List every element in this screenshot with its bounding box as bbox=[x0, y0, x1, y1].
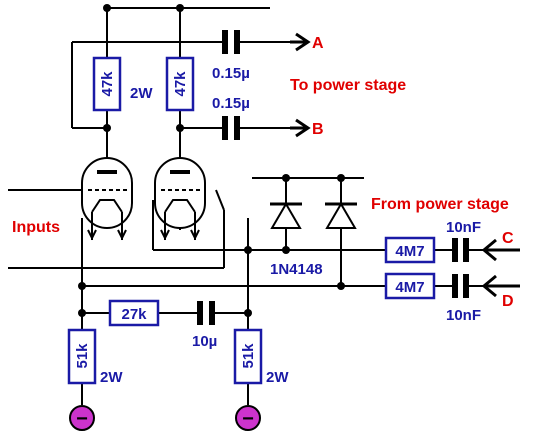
resistor-cathode-link-value: 27k bbox=[121, 306, 147, 323]
label-cap-out-a: 0.15µ bbox=[212, 65, 250, 82]
resistor-plate-left: 47k bbox=[92, 56, 122, 112]
capacitor-fb-c bbox=[452, 238, 469, 262]
resistor-plate-right-value: 47k bbox=[172, 71, 189, 97]
label-cap-fb-d: 10nF bbox=[446, 307, 481, 324]
label-from-power-stage: From power stage bbox=[371, 196, 509, 213]
label-cap-cathode: 10µ bbox=[192, 333, 217, 350]
capacitor-fb-d bbox=[452, 274, 469, 298]
arrow-in-d bbox=[481, 274, 520, 298]
label-to-power-stage: To power stage bbox=[290, 77, 406, 94]
arrow-out-b bbox=[290, 118, 311, 138]
supply-negative-left: − bbox=[69, 405, 95, 431]
capacitor-cathode bbox=[197, 301, 215, 325]
resistor-tail-right: 51k bbox=[233, 328, 263, 385]
junction-dots bbox=[78, 4, 345, 317]
resistor-plate-right: 47k bbox=[165, 56, 195, 112]
resistor-tail-right-value: 51k bbox=[240, 343, 257, 369]
arrow-in-c bbox=[481, 238, 520, 262]
label-port-c: C bbox=[502, 230, 514, 247]
label-port-d: D bbox=[502, 293, 514, 310]
capacitor-out-a bbox=[222, 30, 240, 54]
triode-tube-right bbox=[154, 157, 206, 241]
resistor-feedback-bottom: 4M7 bbox=[384, 272, 436, 300]
supply-negative-right-sign: − bbox=[242, 408, 254, 430]
resistor-tail-left: 51k bbox=[67, 328, 97, 385]
label-tail-left-power: 2W bbox=[100, 369, 123, 386]
label-tail-right-power: 2W bbox=[266, 369, 289, 386]
resistor-feedback-bottom-value: 4M7 bbox=[395, 279, 424, 296]
arrow-out-a bbox=[290, 32, 311, 52]
triode-tube-left bbox=[81, 157, 133, 241]
capacitor-out-b bbox=[222, 116, 240, 140]
diode-right bbox=[325, 202, 357, 229]
supply-negative-right: − bbox=[235, 405, 261, 431]
label-cap-fb-c: 10nF bbox=[446, 219, 481, 236]
supply-negative-left-sign: − bbox=[76, 408, 88, 430]
resistor-feedback-top: 4M7 bbox=[384, 236, 436, 264]
resistor-cathode-link: 27k bbox=[108, 299, 160, 327]
label-plate-power: 2W bbox=[130, 85, 153, 102]
label-port-b: B bbox=[312, 121, 324, 138]
label-inputs: Inputs bbox=[12, 219, 60, 236]
label-diode-type: 1N4148 bbox=[270, 261, 323, 278]
resistor-tail-left-value: 51k bbox=[74, 343, 91, 369]
diode-left bbox=[270, 202, 302, 229]
label-port-a: A bbox=[312, 35, 324, 52]
resistor-feedback-top-value: 4M7 bbox=[395, 243, 424, 260]
resistor-plate-left-value: 47k bbox=[99, 71, 116, 97]
label-cap-out-b: 0.15µ bbox=[212, 95, 250, 112]
